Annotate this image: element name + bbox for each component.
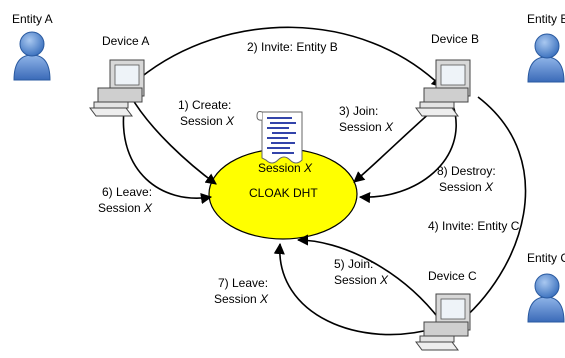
arrow-join-c	[296, 234, 441, 321]
flow-arrows	[122, 26, 527, 336]
session-document-icon	[256, 111, 303, 164]
device-a-label: Device A	[102, 34, 149, 48]
arrow-invite-b	[139, 26, 443, 88]
step-leave-a-label: 6) Leave: Session X	[98, 185, 155, 215]
entity-b-person-icon	[527, 33, 565, 83]
arrow-leave-c	[273, 242, 437, 336]
step-invite-b-label: 2) Invite: Entity B	[247, 40, 338, 54]
device-a-computer-icon	[89, 59, 145, 117]
device-c-label: Device C	[428, 269, 477, 283]
step-destroy-label: 8) Destroy: Session X	[437, 164, 499, 194]
entity-a-person-icon	[13, 31, 51, 81]
device-b-computer-icon	[415, 59, 471, 117]
step-create-label: 1) Create: Session X	[178, 98, 235, 128]
entity-b-label: Entity B	[527, 12, 565, 26]
arrow-invite-c	[454, 96, 527, 327]
dht-name-label: CLOAK DHT	[249, 186, 318, 200]
arrow-destroy	[358, 104, 457, 204]
entity-c-person-icon	[527, 273, 565, 323]
device-c-computer-icon	[415, 293, 471, 351]
arrow-leave-a	[122, 109, 213, 205]
step-invite-c-label: 4) Invite: Entity C	[428, 219, 520, 233]
step-leave-c-label: 7) Leave: Session X	[214, 276, 271, 306]
device-b-label: Device B	[431, 32, 479, 46]
dht-session-label: Session X	[258, 161, 313, 175]
entity-c-label: Entity C	[527, 251, 565, 265]
step-join-c-label: 5) Join: Session X	[334, 257, 389, 287]
entity-a-label: Entity A	[12, 12, 53, 26]
step-join-b-label: 3) Join: Session X	[339, 104, 394, 134]
arrow-create	[129, 94, 217, 185]
